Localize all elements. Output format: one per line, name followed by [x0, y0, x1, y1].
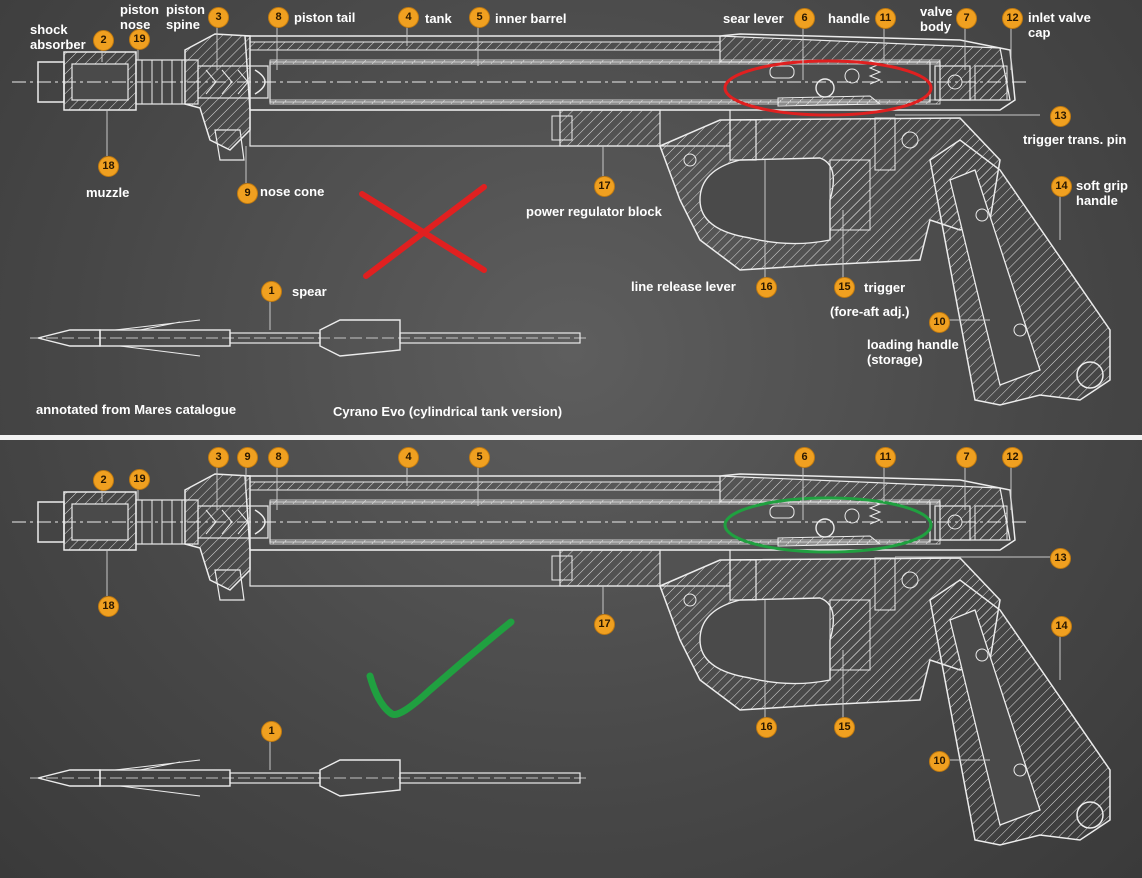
speargun-bottom: [11, 473, 1111, 846]
badge-2-bottom: 2: [93, 470, 114, 491]
badge-4-bottom: 4: [398, 447, 419, 468]
label-spear: spear: [292, 284, 327, 299]
red-cross-line-2: [363, 184, 487, 279]
badge-7-bottom: 7: [956, 447, 977, 468]
badge-16-bottom: 16: [756, 717, 777, 738]
badge-1-bottom: 1: [261, 721, 282, 742]
badge-5-bottom: 5: [469, 447, 490, 468]
label-handle: handle: [828, 11, 870, 26]
label-trigger-trans-pin: trigger trans. pin: [1023, 132, 1127, 147]
badge-12-bottom: 12: [1002, 447, 1023, 468]
badge-15: 15: [834, 277, 855, 298]
badge-4: 4: [398, 7, 419, 28]
badge-13: 13: [1050, 106, 1071, 127]
badge-1: 1: [261, 281, 282, 302]
green-highlight-ellipse: [723, 496, 933, 554]
label-sear-lever: sear lever: [723, 11, 784, 26]
badge-11-bottom: 11: [875, 447, 896, 468]
badge-14: 14: [1051, 176, 1072, 197]
badge-18: 18: [98, 156, 119, 177]
section-divider: [0, 435, 1142, 440]
badge-3-bottom: 3: [208, 447, 229, 468]
badge-5: 5: [469, 7, 490, 28]
badge-18-bottom: 18: [98, 596, 119, 617]
badge-15-bottom: 15: [834, 717, 855, 738]
badge-8: 8: [268, 7, 289, 28]
green-check-mark: [366, 618, 515, 718]
badge-19-bottom: 19: [129, 469, 150, 490]
label-power-regulator-block: power regulator block: [526, 204, 662, 219]
badge-9-bottom: 9: [237, 447, 258, 468]
label-source-note: annotated from Mares catalogue: [36, 402, 237, 417]
label-nose-cone: nose cone: [260, 184, 325, 199]
label-trigger: trigger: [864, 280, 906, 295]
label-trigger-adj: (fore-aft adj.): [830, 304, 910, 319]
badge-11: 11: [875, 8, 896, 29]
badge-3: 3: [208, 7, 229, 28]
badge-9: 9: [237, 183, 258, 204]
badge-17-bottom: 17: [594, 614, 615, 635]
badge-6: 6: [794, 8, 815, 29]
label-inner-barrel: inner barrel: [495, 11, 567, 26]
label-piston-tail: piston tail: [294, 10, 356, 25]
label-muzzle: muzzle: [86, 185, 130, 200]
badge-17: 17: [594, 176, 615, 197]
badge-8-bottom: 8: [268, 447, 289, 468]
badge-10-bottom: 10: [929, 751, 950, 772]
label-model-note: Cyrano Evo (cylindrical tank version): [333, 404, 563, 419]
badge-7: 7: [956, 8, 977, 29]
badge-12: 12: [1002, 8, 1023, 29]
badge-10: 10: [929, 312, 950, 333]
badge-19: 19: [129, 29, 150, 50]
badge-14-bottom: 14: [1051, 616, 1072, 637]
red-highlight-ellipse: [723, 59, 933, 117]
label-line-release-lever: line release lever: [631, 279, 736, 294]
badge-13-bottom: 13: [1050, 548, 1071, 569]
badge-6-bottom: 6: [794, 447, 815, 468]
label-loading-handle: loading handle(storage): [867, 337, 959, 367]
badge-16: 16: [756, 277, 777, 298]
label-tank: tank: [425, 11, 452, 26]
badge-2: 2: [93, 30, 114, 51]
